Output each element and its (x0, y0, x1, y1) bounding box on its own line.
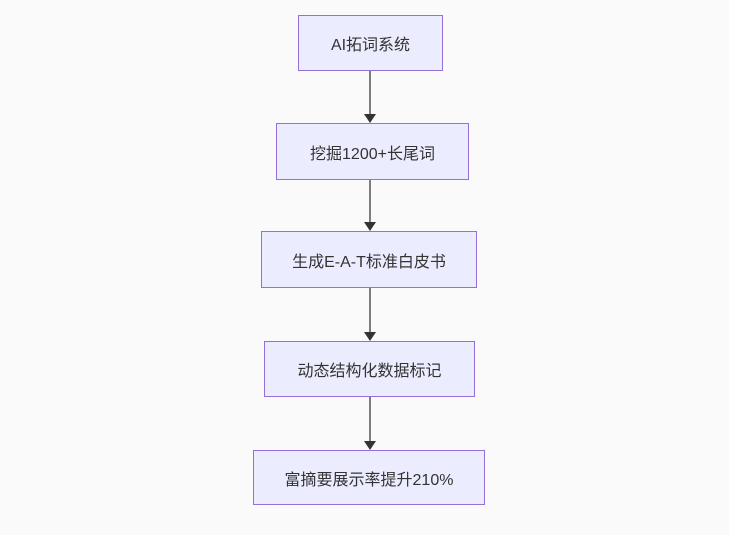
arrow-line (369, 180, 371, 222)
node-label: 动态结构化数据标记 (297, 363, 442, 380)
flow-arrow-1 (363, 71, 377, 123)
arrow-line (369, 397, 371, 441)
flow-arrow-3 (363, 288, 377, 341)
node-label: 富摘要展示率提升210% (284, 471, 454, 489)
node-label: AI拓词系统 (330, 37, 411, 54)
arrow-line (369, 288, 371, 332)
arrow-head-icon (364, 222, 376, 231)
arrow-line (369, 71, 371, 114)
node-longtail-mining: 挖掘1200+长尾词 (276, 123, 469, 180)
arrow-head-icon (364, 114, 376, 123)
node-label: 挖掘1200+长尾词 (310, 145, 435, 163)
arrow-head-icon (364, 441, 376, 450)
node-ai-word-expansion: AI拓词系统 (298, 15, 443, 71)
arrow-head-icon (364, 332, 376, 341)
flow-arrow-2 (363, 180, 377, 231)
flow-arrow-4 (363, 397, 377, 450)
node-eat-whitepaper: 生成E-A-T标准白皮书 (261, 231, 477, 288)
node-rich-snippet-result: 富摘要展示率提升210% (253, 450, 485, 505)
node-label: 生成E-A-T标准白皮书 (292, 253, 446, 271)
node-structured-data-markup: 动态结构化数据标记 (264, 341, 475, 397)
